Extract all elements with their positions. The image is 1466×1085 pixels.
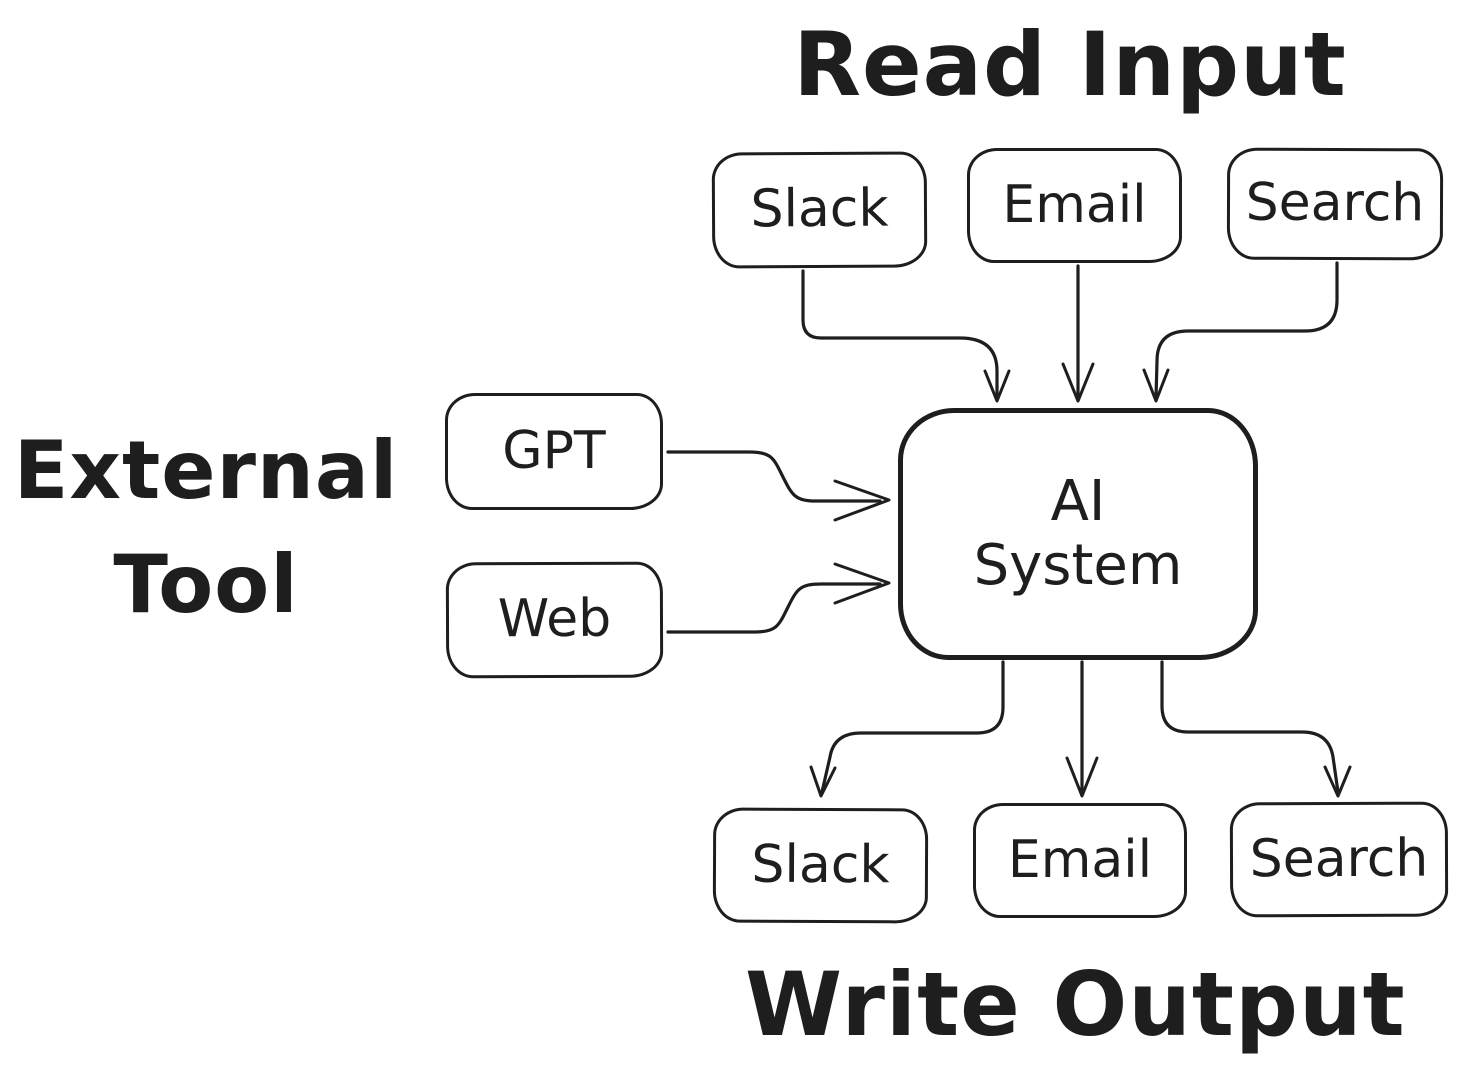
node-web-label: Web (497, 588, 612, 650)
node-gpt: GPT (445, 393, 663, 510)
node-output-email: Email (973, 803, 1187, 918)
node-input-search-label: Search (1245, 172, 1425, 234)
node-output-search-label: Search (1249, 828, 1429, 889)
node-output-email-label: Email (1007, 829, 1153, 890)
node-input-email-label: Email (1002, 174, 1147, 235)
node-output-slack-label: Slack (751, 834, 890, 895)
edge-gpt-to-ai (666, 450, 891, 522)
node-gpt-label: GPT (502, 420, 606, 481)
edge-ai-to-output-slack (809, 660, 1005, 798)
node-input-slack: Slack (711, 151, 928, 269)
node-web: Web (445, 561, 664, 679)
node-ai-system-label: AI System (973, 468, 1183, 598)
node-input-email: Email (967, 148, 1182, 263)
node-ai-system: AI System (898, 408, 1258, 660)
node-output-slack: Slack (712, 807, 929, 924)
edge-input-search-to-ai (1142, 261, 1339, 403)
title-read-input: Read Input (793, 13, 1347, 116)
edge-ai-to-output-search (1160, 660, 1352, 798)
title-write-output: Write Output (745, 953, 1406, 1056)
node-input-search: Search (1226, 147, 1444, 261)
edge-input-email-to-ai (1061, 264, 1095, 403)
node-output-search: Search (1229, 801, 1449, 918)
edge-web-to-ai (666, 562, 891, 634)
title-external-tool: External Tool (13, 424, 399, 631)
edge-ai-to-output-email (1065, 660, 1099, 798)
edge-input-slack-to-ai (801, 269, 1011, 403)
node-input-slack-label: Slack (750, 178, 889, 240)
